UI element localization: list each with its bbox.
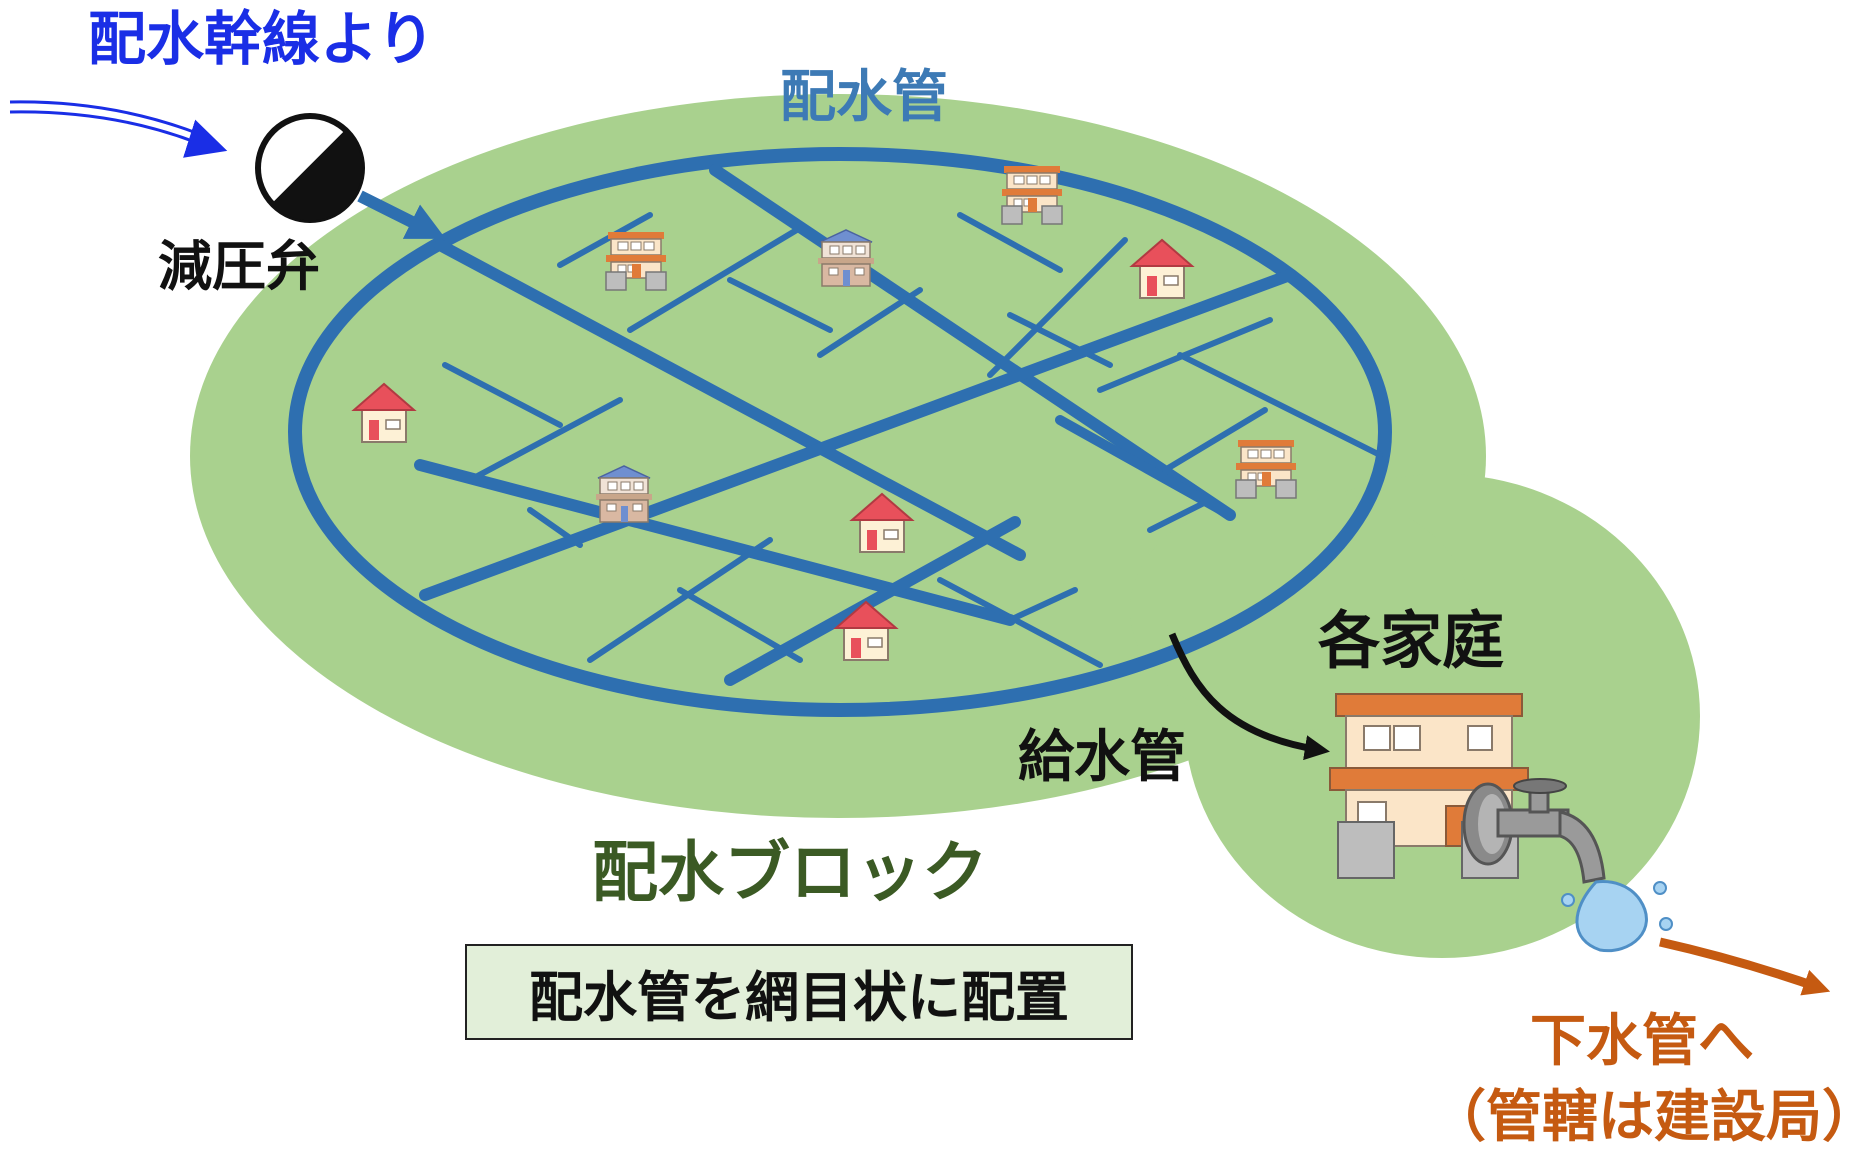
valve-to-network-arrow [357, 190, 446, 239]
pressure-valve-icon [255, 113, 365, 223]
trunk-source-label: 配水幹線より [88, 5, 435, 73]
to-sewer-label: 下水管へ [1530, 1009, 1754, 1074]
each-home-label: 各家庭 [1318, 604, 1505, 677]
distribution-main-label: 配水管 [780, 65, 948, 130]
sewer-outflow-arrow [1659, 937, 1831, 996]
note-box: 配水管を網目状に配置 [465, 944, 1133, 1040]
pressure-valve-label: 減圧弁 [158, 235, 320, 298]
water-faucet-icon [1462, 778, 1673, 953]
distribution-block-label: 配水ブロック [592, 834, 988, 911]
pipe-network [288, 147, 1392, 717]
sewer-bureau-label: （管轄は建設局） [1430, 1085, 1868, 1150]
apartment-icon [595, 465, 653, 523]
apartment-icon [817, 229, 875, 287]
trunk-inflow-arrow [9, 100, 228, 158]
distribution-main-loop [288, 147, 1392, 717]
service-pipe-arrow [1168, 632, 1330, 761]
service-pipe-label: 給水管 [1018, 725, 1186, 790]
note-text: 配水管を網目状に配置 [529, 965, 1069, 1029]
home-building-icon [1329, 693, 1529, 879]
